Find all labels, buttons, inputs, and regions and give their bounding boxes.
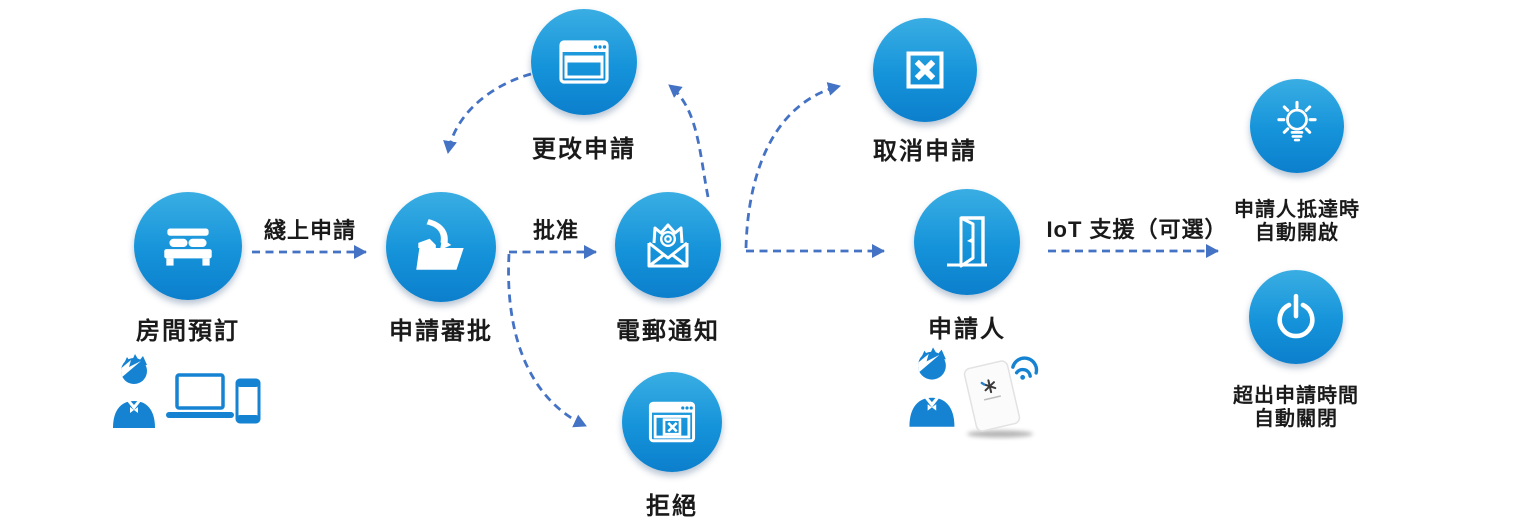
node-auto-close [1249,270,1343,364]
node-circle [531,9,637,115]
bed-icon [164,228,212,266]
edge-label-online-application: 綫上申請 [263,218,357,243]
phone-icon [235,378,261,424]
node-circle [914,189,1020,295]
node-room-booking [134,192,242,300]
node-circle [386,192,496,302]
node-label-auto-open: 申請人抵達時 自動開啟 [1234,199,1360,245]
node-change-application [531,9,637,115]
person-icon [113,354,155,428]
edge-label-approve: 批准 [532,218,580,243]
arrow-email-to-change [668,83,710,198]
lightbulb-icon [1277,100,1317,142]
node-circle [615,192,721,298]
label-line-2: 自動開啟 [1255,222,1339,244]
folder-inbox-icon [416,219,464,270]
node-circle [1249,270,1343,364]
node-circle [134,192,242,300]
node-label-reject: 拒絕 [646,493,698,520]
arrow-approval-to-reject [507,253,587,428]
card-shadow [967,430,1033,438]
node-label-auto-close: 超出申請時間 自動關閉 [1233,385,1359,431]
x-square-icon [906,51,944,89]
node-circle [873,18,977,122]
node-applicant [914,189,1020,295]
arrow-change-to-approval [443,72,532,154]
browser-window-icon [559,40,609,84]
node-circle [1250,79,1344,173]
open-door-icon [947,216,987,268]
node-auto-open [1250,79,1344,173]
person-icon [909,347,955,427]
edge-label-iot-support: IoT 支援（可選） [1046,217,1228,242]
node-label-cancel-application: 取消申請 [873,138,977,165]
node-label-email-notification: 電郵通知 [616,318,720,345]
arrow-email-to-cancel [744,82,841,249]
node-label-room-booking: 房間預訂 [136,318,240,345]
label-line-2: 自動關閉 [1254,408,1338,430]
node-cancel-application [873,18,977,122]
access-card-icon [963,356,1039,438]
node-circle [622,372,722,472]
card-logo [980,379,997,394]
email-at-icon [647,223,689,268]
node-reject [622,372,722,472]
node-label-application-approval: 申請審批 [389,318,493,345]
node-email-notification [615,192,721,298]
label-line-1: 申請人抵達時 [1234,199,1360,221]
node-label-change-application: 更改申請 [532,136,636,163]
power-icon [1277,293,1315,339]
laptop-icon [166,373,234,418]
browser-error-icon [648,401,696,443]
label-line-1: 超出申請時間 [1233,385,1359,407]
wifi-icon [1011,356,1039,380]
node-label-applicant: 申請人 [928,316,1006,343]
node-application-approval [386,192,496,302]
